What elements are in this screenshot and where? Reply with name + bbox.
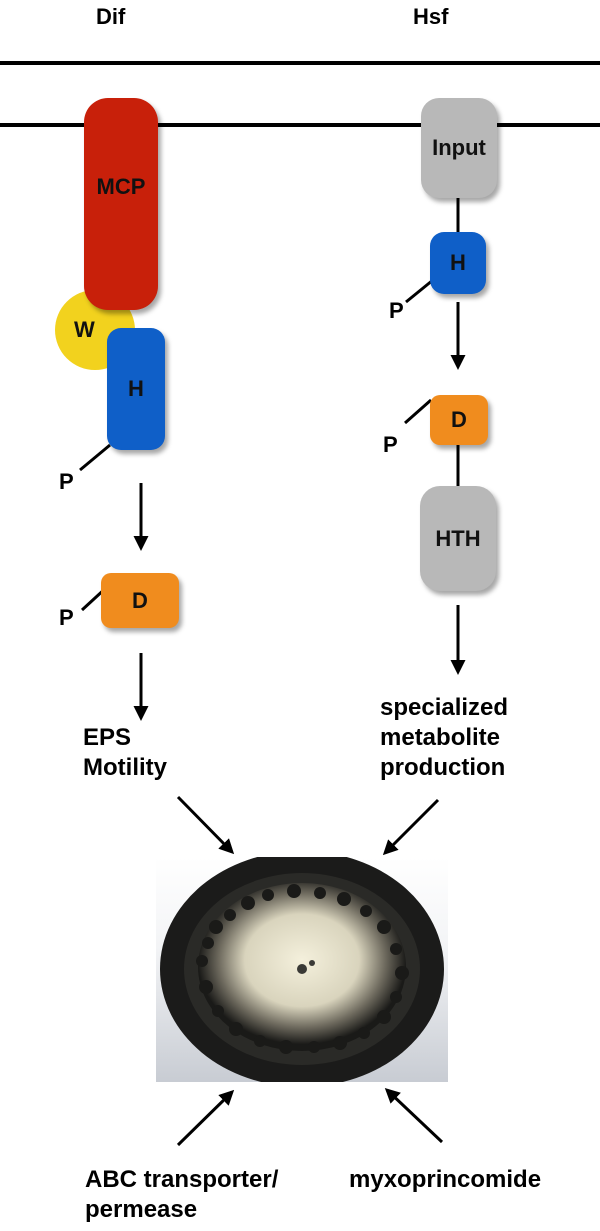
dif-w-label: W xyxy=(74,317,95,342)
abc-transporter-line2: permease xyxy=(85,1196,198,1223)
dif-d-phosphate: P xyxy=(59,605,74,630)
hsf-d-label: D xyxy=(451,407,467,432)
hsf-h-label: H xyxy=(450,250,466,275)
hsf-output-production: production xyxy=(380,754,506,781)
arrow-myxo-to-colony xyxy=(384,1087,444,1144)
hsf-output-metabolite: metabolite xyxy=(380,724,501,751)
hsf-h-protein: H xyxy=(430,232,486,294)
membrane-outer-line xyxy=(0,61,600,65)
colony-image xyxy=(160,857,444,1082)
hsf-d-phosphate: P xyxy=(383,432,398,457)
arrow-metabolite-to-colony xyxy=(382,798,440,856)
hsf-d-protein: D xyxy=(430,395,488,445)
dif-h-phosphate: P xyxy=(59,469,74,494)
dif-d-label: D xyxy=(132,587,148,613)
dif-d-protein: D xyxy=(101,573,179,628)
dif-h-phosphate-line xyxy=(79,443,111,472)
dif-output-motility: Motility xyxy=(83,754,167,781)
dif-mcp-protein: MCP xyxy=(84,98,158,310)
hsf-hth-domain: HTH xyxy=(420,486,496,591)
abc-transporter-label: ABC transporter/ permease xyxy=(85,1165,278,1225)
dif-header: Dif xyxy=(96,4,126,29)
dif-h-label: H xyxy=(128,376,144,401)
colony-photo xyxy=(156,857,448,1082)
hsf-h-phosphate-line xyxy=(405,278,434,304)
hsf-input-domain: Input xyxy=(421,98,497,198)
dif-output-label: EPS Motility xyxy=(83,723,167,783)
hsf-header: Hsf xyxy=(413,4,449,29)
hsf-h-phosphate: P xyxy=(389,298,404,323)
dif-h-protein: H xyxy=(107,328,165,450)
dif-output-eps: EPS xyxy=(83,724,132,751)
arrow-eps-to-colony xyxy=(176,795,235,855)
hsf-output-specialized: specialized xyxy=(380,694,509,721)
myxoprincomide-label: myxoprincomide xyxy=(349,1166,542,1193)
hsf-d-phosphate-line xyxy=(404,398,432,425)
abc-transporter-line1: ABC transporter/ xyxy=(85,1166,279,1193)
hsf-input-label: Input xyxy=(432,135,486,160)
hsf-output-label: specialized metabolite production xyxy=(380,693,508,783)
membrane-inner-line xyxy=(0,123,600,127)
arrow-abc-to-colony xyxy=(176,1089,235,1147)
dif-mcp-label: MCP xyxy=(96,174,146,199)
hsf-hth-label: HTH xyxy=(435,525,481,551)
